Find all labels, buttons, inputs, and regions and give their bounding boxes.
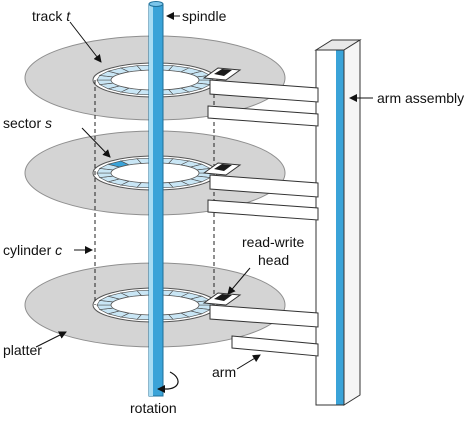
label-cylinder: cylinder c bbox=[3, 242, 62, 258]
arm-set-middle bbox=[207, 174, 319, 221]
read-write-head-top bbox=[202, 67, 242, 81]
leader-read-write-head bbox=[227, 267, 251, 295]
leader-platter bbox=[35, 331, 67, 348]
spindle bbox=[148, 1, 164, 397]
read-write-head-middle bbox=[202, 162, 242, 176]
read-write-head-bottom bbox=[202, 292, 242, 306]
label-read-write: read-write bbox=[242, 234, 304, 250]
leader-track bbox=[69, 21, 102, 63]
arm-set-top bbox=[207, 79, 319, 127]
label-arm-assembly: arm assembly bbox=[377, 90, 464, 106]
label-rotation: rotation bbox=[130, 400, 177, 416]
rotation-arrow-icon bbox=[157, 371, 179, 393]
label-head: head bbox=[258, 252, 289, 268]
arm-assembly-column bbox=[314, 39, 362, 406]
label-platter: platter bbox=[3, 342, 42, 358]
leader-arm bbox=[236, 354, 261, 370]
arm-set-bottom bbox=[209, 304, 319, 357]
label-sector: sector s bbox=[3, 115, 52, 131]
label-track: track t bbox=[32, 8, 71, 24]
leader-sector bbox=[81, 127, 111, 158]
label-spindle: spindle bbox=[182, 8, 227, 24]
label-arm: arm bbox=[212, 364, 236, 380]
